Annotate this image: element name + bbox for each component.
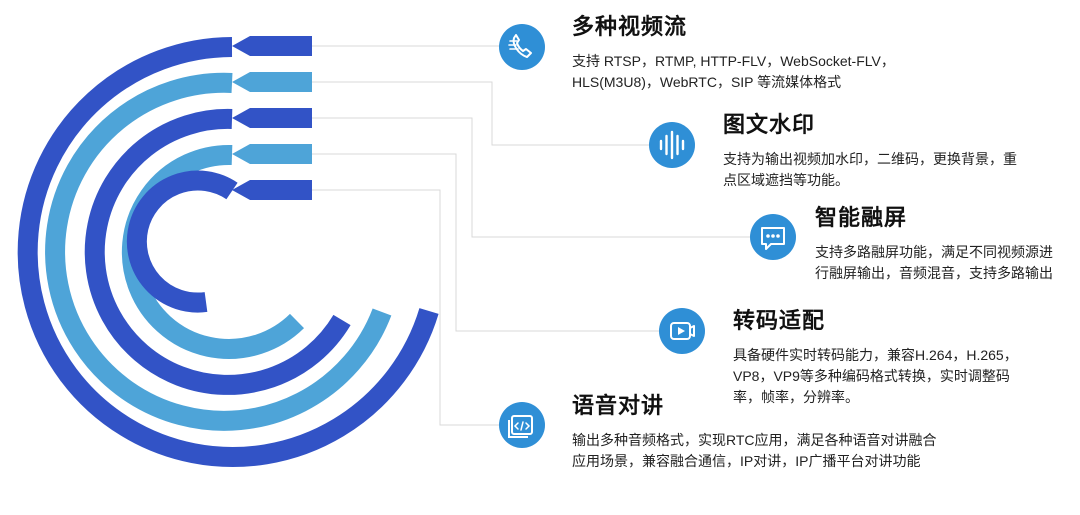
concentric-arcs — [17, 37, 439, 467]
feature-description-line: 具备硬件实时转码能力，兼容H.264，H.265， — [733, 347, 1018, 363]
arc-third — [84, 108, 351, 395]
connector-line-5 — [312, 189, 500, 426]
feature-title: 转码适配 — [733, 309, 826, 334]
arc-tab-4 — [232, 144, 312, 164]
arc-tab-2 — [232, 72, 312, 92]
phone-icon — [499, 24, 545, 70]
feature-smart-fusion: 智能融屏 支持多路融屏功能，满足不同视频源进 行融屏输出，音频混音，支持多路输出 — [815, 206, 1053, 284]
arc-fourth — [121, 144, 305, 359]
feature-description-line: VP8，VP9等多种编码格式转换，实时调整码 — [733, 368, 1010, 384]
chat-bubble-icon — [750, 214, 796, 260]
feature-description-line: 点区域遮挡等功能。 — [723, 172, 849, 188]
arc-tab-1 — [232, 36, 312, 56]
feature-description-line: HLS(M3U8)，WebRTC，SIP 等流媒体格式 — [572, 74, 842, 90]
arc-tabs — [232, 36, 312, 200]
arc-tab-3 — [232, 108, 312, 128]
feature-description: 具备硬件实时转码能力，兼容H.264，H.265， VP8，VP9等多种编码格式… — [733, 345, 1018, 408]
connector-line-4 — [312, 153, 660, 332]
arc-outer — [17, 37, 439, 467]
feature-description: 输出多种音频格式，实现RTC应用，满足各种语音对讲融合 应用场景，兼容融合通信，… — [572, 430, 937, 472]
feature-transcoding: 转码适配 具备硬件实时转码能力，兼容H.264，H.265， VP8，VP9等多… — [733, 309, 1018, 408]
feature-title: 多种视频流 — [572, 15, 688, 40]
feature-description-line: 输出多种音频格式，实现RTC应用，满足各种语音对讲融合 — [572, 432, 937, 448]
feature-description-line: 支持 RTSP，RTMP, HTTP-FLV，WebSocket-FLV， — [572, 53, 895, 69]
icon-circles — [499, 24, 796, 448]
feature-title: 语音对讲 — [572, 394, 665, 419]
feature-description: 支持为输出视频加水印，二维码，更换背景，重 点区域遮挡等功能。 — [723, 149, 1017, 191]
feature-title: 智能融屏 — [815, 206, 908, 231]
connector-line-2 — [312, 81, 650, 146]
code-window-icon — [499, 402, 545, 448]
feature-watermark: 图文水印 支持为输出视频加水印，二维码，更换背景，重 点区域遮挡等功能。 — [723, 113, 1017, 191]
connector-lines — [312, 45, 750, 426]
arc-second — [45, 72, 392, 431]
feature-voice-intercom: 语音对讲 输出多种音频格式，实现RTC应用，满足各种语音对讲融合 应用场景，兼容… — [572, 394, 937, 472]
feature-description-line: 行融屏输出，音频混音，支持多路输出 — [815, 265, 1053, 281]
feature-description-line: 支持为输出视频加水印，二维码，更换背景，重 — [723, 151, 1017, 167]
feature-description-line: 应用场景，兼容融合通信，IP对讲，IP广播平台对讲功能 — [572, 453, 921, 469]
connector-line-3 — [312, 117, 750, 238]
audio-wave-icon — [649, 122, 695, 168]
video-play-icon — [659, 308, 705, 354]
arc-inner — [126, 170, 238, 313]
feature-description: 支持多路融屏功能，满足不同视频源进 行融屏输出，音频混音，支持多路输出 — [815, 242, 1053, 284]
arc-tab-5 — [232, 180, 312, 200]
feature-description-line: 支持多路融屏功能，满足不同视频源进 — [815, 244, 1053, 260]
feature-video-streams: 多种视频流 支持 RTSP，RTMP, HTTP-FLV，WebSocket-F… — [572, 15, 895, 93]
feature-description: 支持 RTSP，RTMP, HTTP-FLV，WebSocket-FLV， HL… — [572, 51, 895, 93]
feature-title: 图文水印 — [723, 113, 816, 138]
feature-description-line: 率，帧率，分辨率。 — [733, 389, 859, 405]
